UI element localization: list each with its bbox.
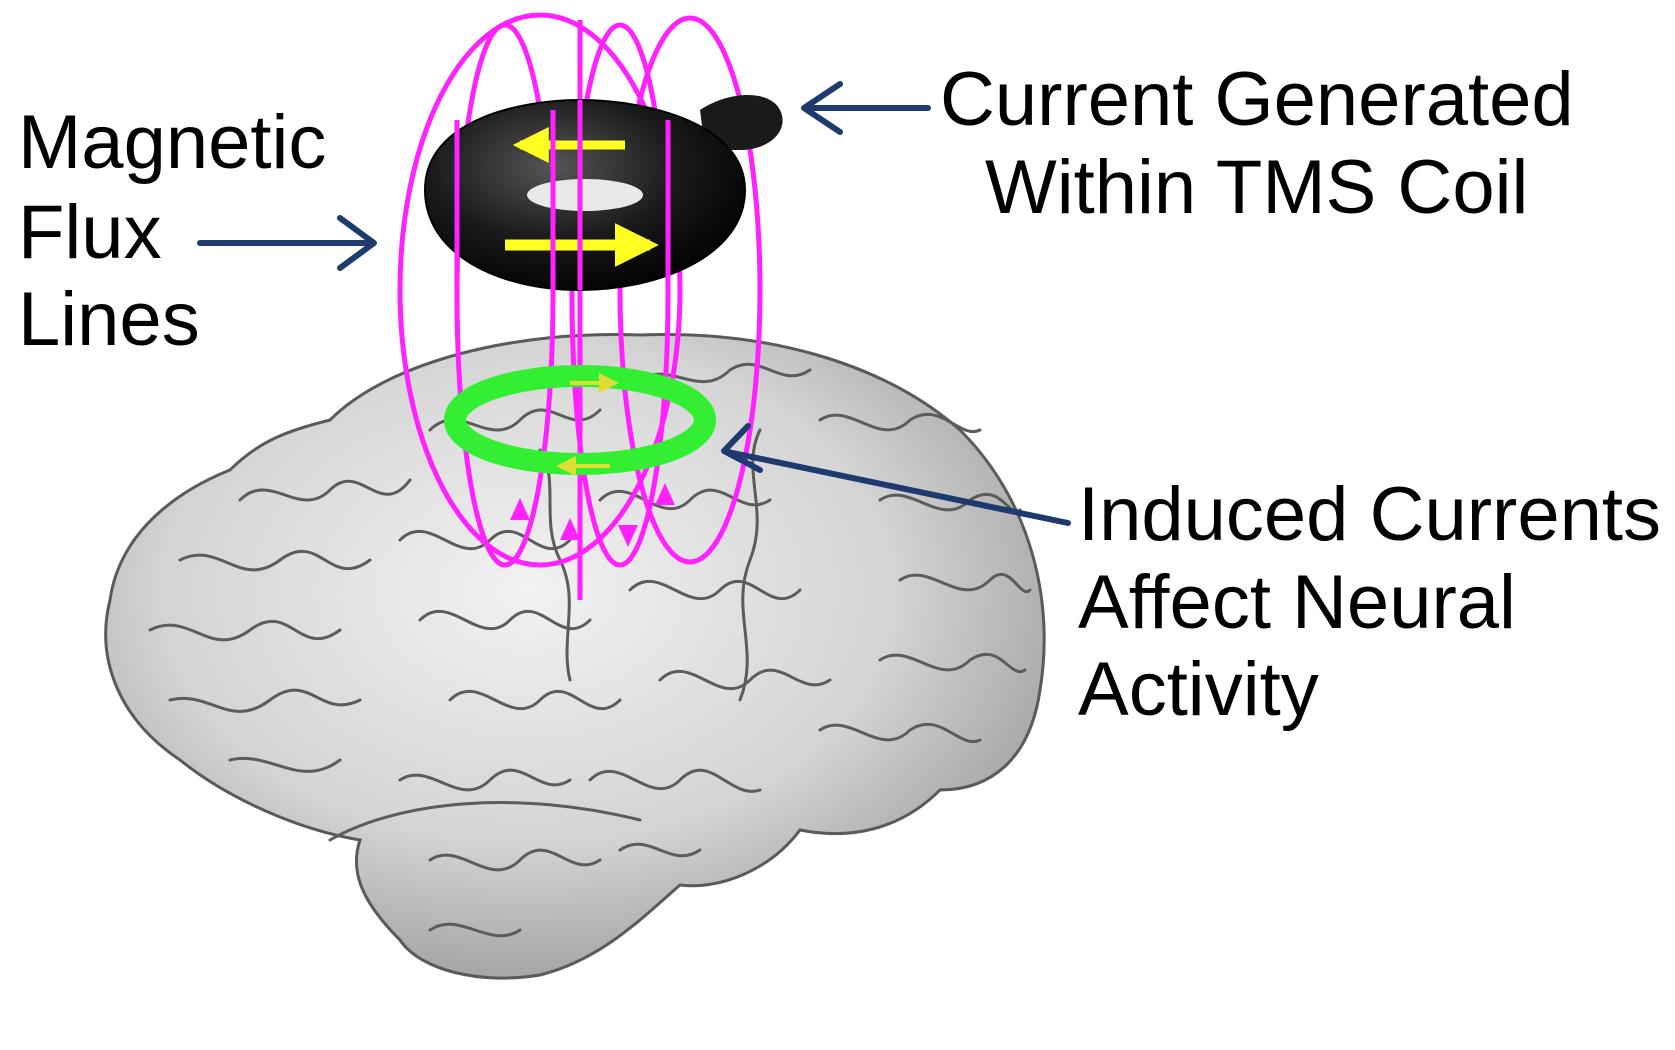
coil-handle [700, 95, 783, 150]
flux-line-mid-left [454, 22, 556, 568]
label-flux-line-3: Lines [18, 277, 200, 362]
label-induced-currents: Induced Currents Affect Neural Activity [1078, 472, 1675, 732]
label-coil-line-2: Within TMS Coil [985, 145, 1528, 230]
pointer-arrow-induced [721, 423, 1071, 526]
flux-line-inner-right [617, 15, 763, 565]
tms-coil-icon [423, 95, 783, 292]
pointer-arrow-flux [197, 215, 377, 271]
pointer-arrows [197, 81, 1071, 526]
flux-line-outer [397, 12, 683, 568]
label-coil-line-1: Current Generated [940, 57, 1574, 142]
label-flux-line-1: Magnetic [18, 100, 326, 185]
label-induced-line-3: Activity [1078, 647, 1319, 732]
brain-illustration [104, 333, 1046, 980]
label-magnetic-flux-lines: Magnetic Flux Lines [18, 100, 348, 362]
flux-line-mid-right [569, 22, 671, 568]
label-induced-line-2: Affect Neural [1078, 560, 1516, 645]
coil-hole [527, 179, 643, 211]
magnetic-flux-lines-front [454, 100, 671, 290]
brain-outline [104, 333, 1046, 980]
magnetic-flux-lines [397, 12, 763, 600]
pointer-arrow-coil [801, 81, 931, 135]
label-coil-current: Current Generated Within TMS Coil [940, 57, 1595, 230]
induced-current-ring [444, 365, 716, 476]
label-flux-line-2: Flux [18, 190, 162, 275]
label-induced-line-1: Induced Currents [1078, 472, 1661, 557]
flux-arrowheads [510, 483, 675, 547]
